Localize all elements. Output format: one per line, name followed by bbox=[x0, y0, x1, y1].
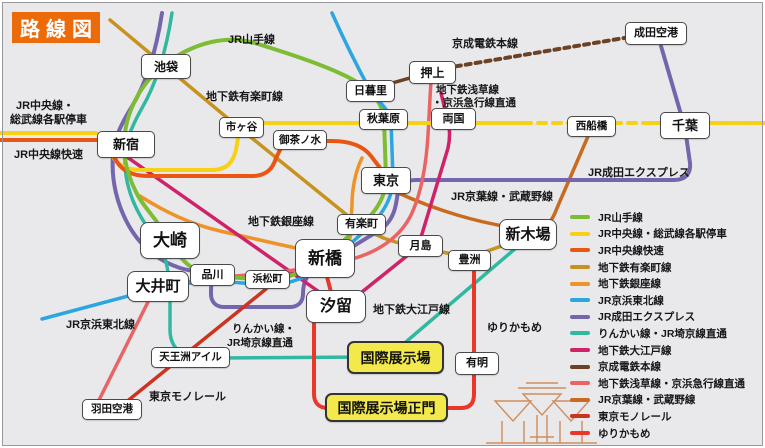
legend: JR山手線 JR中央線・総武線各駅停車 JR中央線快速地下鉄有楽町線地下鉄銀座線 JR… bbox=[570, 209, 745, 441]
line-label: 地下鉄有楽町線 bbox=[206, 91, 283, 103]
legend-list: JR山手線 JR中央線・総武線各駅停車 JR中央線快速地下鉄有楽町線地下鉄銀座線 JR… bbox=[570, 209, 745, 441]
station-oshiage: 押上 bbox=[409, 61, 456, 84]
legend-item: JR京浜東北線 bbox=[570, 292, 745, 309]
tokyo-big-sight-icon bbox=[501, 421, 583, 443]
station-yurakucho: 有楽町 bbox=[337, 214, 386, 235]
station-shin-kiba: 新木場 bbox=[499, 219, 557, 250]
station-shimbashi: 新橋 bbox=[295, 239, 355, 278]
station-tsukishima: 月島 bbox=[398, 235, 443, 257]
line-label: JR成田エクスプレス bbox=[588, 167, 690, 179]
line-label: 地下鉄浅草線 bbox=[436, 84, 499, 96]
legend-swatch-icon bbox=[570, 364, 590, 369]
legend-swatch-icon bbox=[570, 231, 590, 236]
legend-swatch-icon bbox=[570, 314, 590, 319]
line-label: ・京浜急行線直通 bbox=[432, 97, 516, 109]
line-label: JR京葉線・武蔵野線 bbox=[451, 191, 554, 203]
line-label: 総武線各駅停車 bbox=[10, 114, 87, 126]
legend-label: 地下鉄銀座線 bbox=[598, 278, 661, 291]
station-ichigaya: 市ヶ谷 bbox=[219, 117, 264, 138]
legend-item: 東京モノレール bbox=[570, 408, 745, 425]
legend-label: JR山手線 bbox=[598, 211, 643, 224]
legend-label: JR成田エクスプレス bbox=[598, 311, 696, 324]
line-label: JR中央線・ bbox=[16, 100, 75, 112]
legend-label: 京成電鉄本線 bbox=[598, 361, 661, 374]
line-label: JR埼京線直通 bbox=[227, 337, 293, 349]
station-toyosu: 豊洲 bbox=[448, 250, 491, 271]
tokyo-big-sight-icon bbox=[493, 400, 533, 423]
legend-item: JR中央線・総武線各駅停車 bbox=[570, 226, 745, 243]
keisei-main-line-dashed bbox=[444, 34, 638, 70]
line-label: りんかい線・ bbox=[232, 323, 295, 335]
station-shinjuku: 新宿 bbox=[97, 131, 155, 158]
legend-item: 京成電鉄本線 bbox=[570, 358, 745, 375]
legend-label: JR京葉線・武蔵野線 bbox=[598, 394, 696, 407]
station-akihabara: 秋葉原 bbox=[359, 109, 408, 130]
station-kokusai-tenjijo: 国際展示場 bbox=[347, 341, 444, 374]
legend-swatch-icon bbox=[570, 348, 590, 353]
station-tennozu-isle: 天王洲アイル bbox=[151, 347, 230, 368]
tokyo-big-sight-icon bbox=[518, 382, 566, 389]
line-label: JR山手線 bbox=[228, 34, 276, 46]
station-ariake: 有明 bbox=[455, 352, 499, 375]
legend-label: 東京モノレール bbox=[598, 410, 672, 423]
legend-label: JR中央線・総武線各駅停車 bbox=[598, 228, 727, 241]
legend-label: 地下鉄浅草線・京浜急行線直通 bbox=[598, 377, 745, 390]
station-chiba: 千葉 bbox=[660, 112, 710, 139]
station-kokusai-tenjijo-seimon: 国際展示場正門 bbox=[325, 393, 448, 422]
line-label: ゆりかもめ bbox=[487, 322, 542, 334]
legend-item: JR山手線 bbox=[570, 209, 745, 226]
station-nishi-funabashi: 西船橋 bbox=[567, 116, 616, 137]
legend-item: JR京葉線・武蔵野線 bbox=[570, 392, 745, 409]
line-label: JR京浜東北線 bbox=[66, 319, 136, 331]
station-narita-airport: 成田空港 bbox=[625, 22, 687, 45]
legend-item: 地下鉄銀座線 bbox=[570, 275, 745, 292]
legend-swatch-icon bbox=[570, 397, 590, 402]
station-ikebukuro: 池袋 bbox=[141, 54, 191, 79]
legend-label: JR中央線快速 bbox=[598, 244, 664, 257]
line-label: JR中央線快速 bbox=[14, 149, 84, 161]
legend-label: ゆりかもめ bbox=[598, 427, 651, 440]
legend-swatch-icon bbox=[570, 281, 590, 286]
legend-label: JR京浜東北線 bbox=[598, 294, 664, 307]
legend-swatch-icon bbox=[570, 248, 590, 253]
legend-item: JR成田エクスプレス bbox=[570, 309, 745, 326]
legend-swatch-icon bbox=[570, 414, 590, 419]
legend-item: りんかい線・JR埼京線直通 bbox=[570, 325, 745, 342]
station-ryogoku: 両国 bbox=[431, 108, 476, 130]
legend-swatch-icon bbox=[570, 431, 590, 436]
legend-item: ゆりかもめ bbox=[570, 425, 745, 442]
station-shinagawa: 品川 bbox=[190, 264, 235, 286]
legend-swatch-icon bbox=[570, 298, 590, 303]
line-label: 地下鉄銀座線 bbox=[248, 216, 314, 228]
station-oimachi: 大井町 bbox=[127, 271, 189, 302]
line-label: 東京モノレール bbox=[149, 391, 226, 403]
legend-label: 地下鉄有楽町線 bbox=[598, 261, 672, 274]
tokyo-big-sight-icon bbox=[536, 415, 548, 443]
station-hamamatsucho: 浜松町 bbox=[245, 270, 290, 289]
station-shiodome: 汐留 bbox=[306, 290, 366, 323]
legend-swatch-icon bbox=[570, 381, 590, 386]
line-label: 京成電鉄本線 bbox=[452, 38, 518, 50]
legend-swatch-icon bbox=[570, 265, 590, 270]
tokyo-big-sight-icon bbox=[521, 393, 563, 417]
station-haneda-airport: 羽田空港 bbox=[82, 399, 142, 420]
station-tokyo: 東京 bbox=[361, 167, 411, 194]
legend-swatch-icon bbox=[570, 215, 590, 220]
legend-item: 地下鉄浅草線・京浜急行線直通 bbox=[570, 375, 745, 392]
line-label: 地下鉄大江戸線 bbox=[373, 304, 450, 316]
legend-label: 地下鉄大江戸線 bbox=[598, 344, 672, 357]
legend-item: 地下鉄大江戸線 bbox=[570, 342, 745, 359]
legend-item: 地下鉄有楽町線 bbox=[570, 259, 745, 276]
station-nippori: 日暮里 bbox=[346, 80, 395, 102]
page-title: 路線図 bbox=[12, 12, 100, 43]
legend-item: JR中央線快速 bbox=[570, 242, 745, 259]
station-ochanomizu: 御茶ノ水 bbox=[273, 130, 327, 150]
legend-swatch-icon bbox=[570, 331, 590, 336]
station-osaki: 大崎 bbox=[140, 222, 200, 259]
legend-label: りんかい線・JR埼京線直通 bbox=[598, 327, 727, 340]
